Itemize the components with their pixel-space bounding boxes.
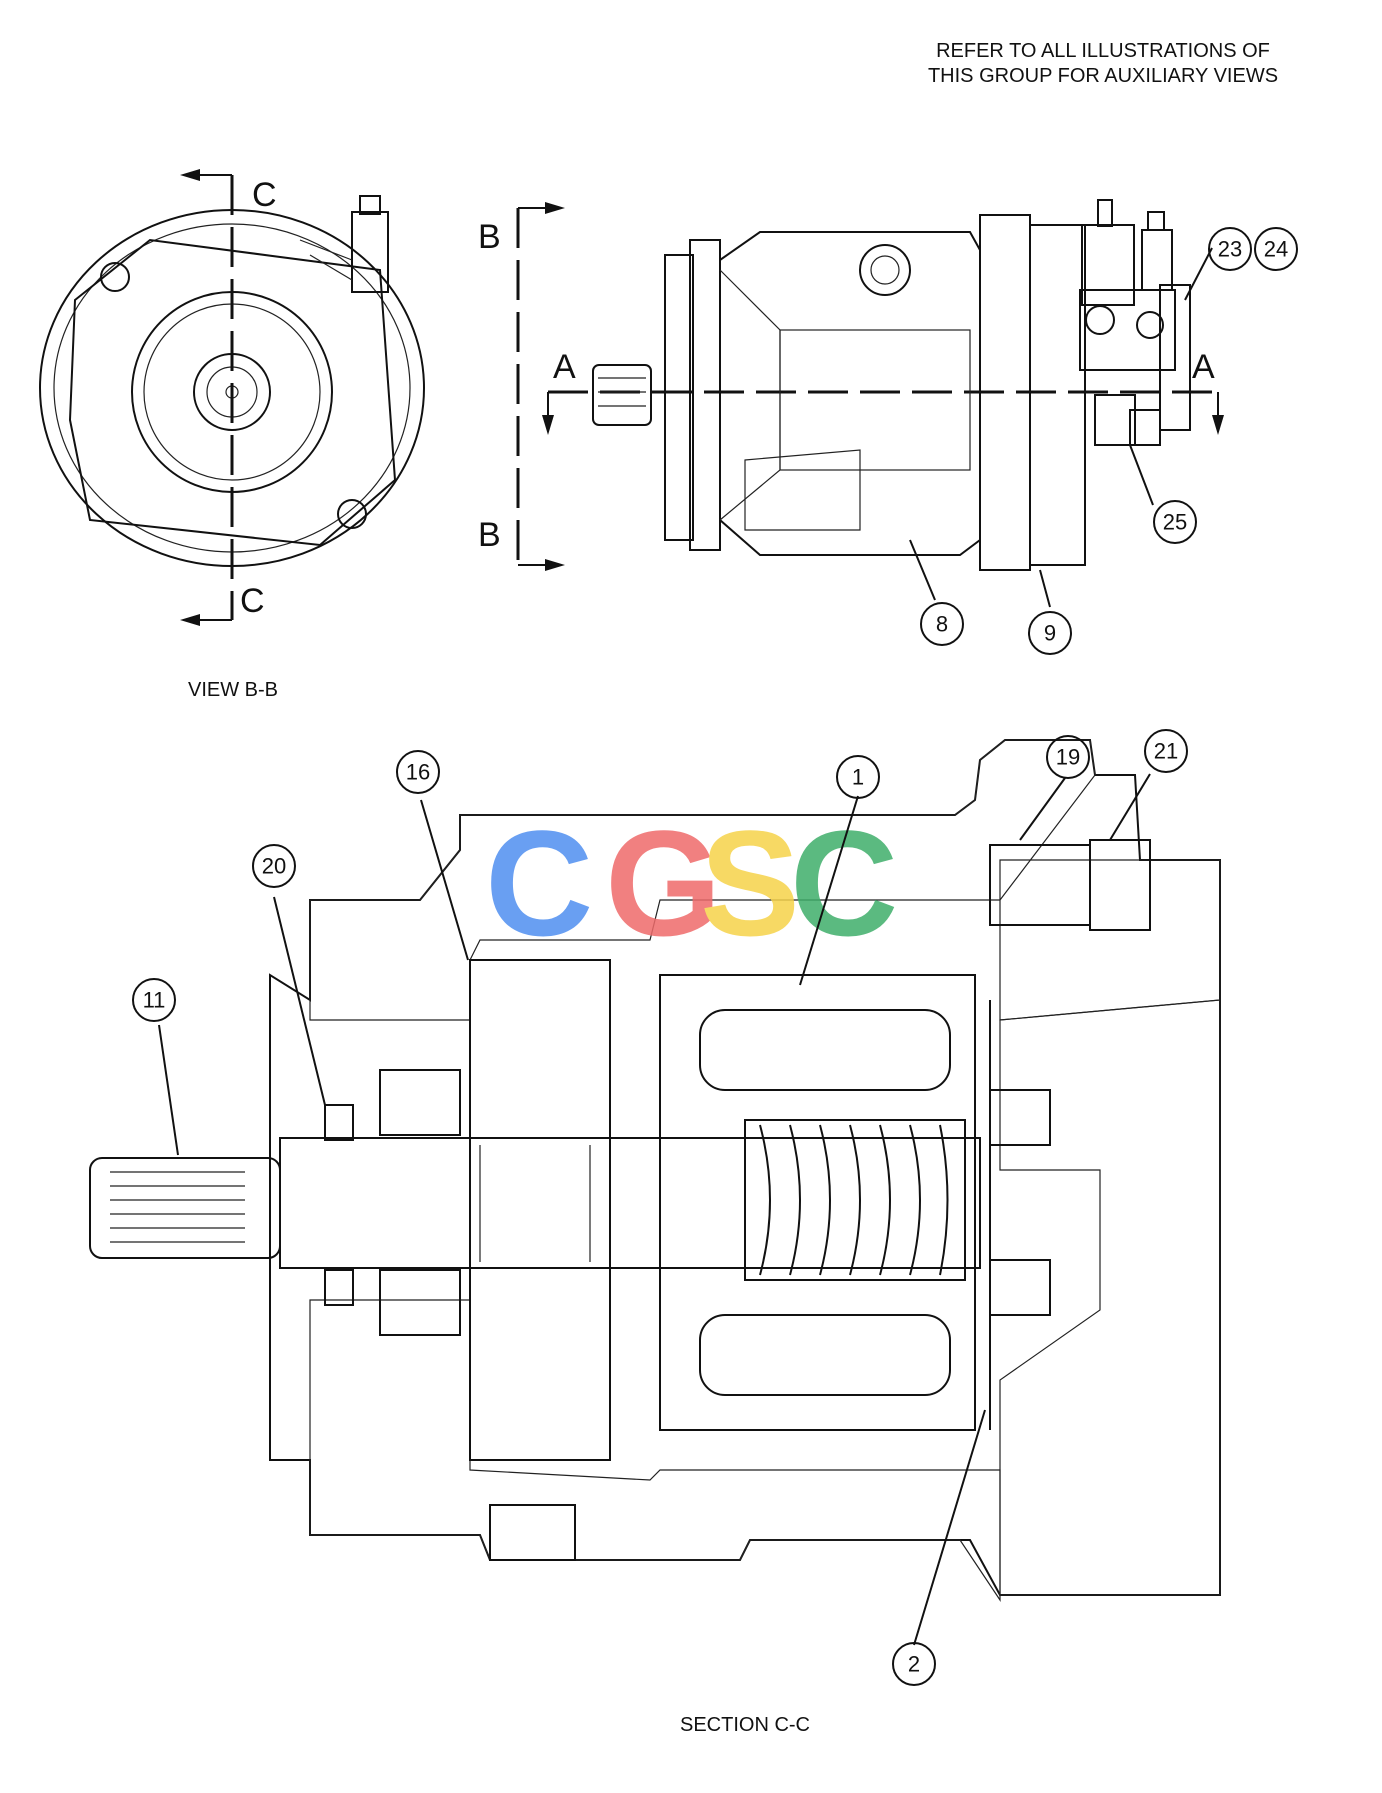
note-line-1: REFER TO ALL ILLUSTRATIONS OF — [936, 40, 1270, 62]
callout-21: 21 — [1144, 729, 1188, 773]
watermark-letter-4: C — [790, 799, 898, 967]
callout-label: 8 — [936, 612, 948, 637]
view-bb-drawing — [39, 169, 425, 626]
callout-label: 1 — [852, 765, 864, 790]
callout-label: 16 — [406, 760, 430, 785]
section-marker-b-bottom: B — [478, 516, 501, 554]
callout-2: 2 — [892, 1642, 936, 1686]
callout-16: 16 — [396, 750, 440, 794]
callout-24: 24 — [1254, 227, 1298, 271]
callout-9: 9 — [1028, 611, 1072, 655]
leader-lines — [158, 247, 1213, 1646]
caption-view-bb: VIEW B-B — [188, 679, 278, 701]
watermark-letter-1: C — [485, 799, 593, 967]
callout-label: 24 — [1264, 237, 1288, 262]
section-marker-c-top: C — [252, 176, 277, 214]
watermark-letter-3: S — [700, 799, 800, 967]
watermark-letter-2: G — [605, 799, 722, 967]
callout-label: 21 — [1154, 739, 1178, 764]
callout-label: 23 — [1218, 237, 1242, 262]
callout-label: 11 — [143, 988, 166, 1013]
callout-20: 20 — [252, 844, 296, 888]
callout-label: 9 — [1044, 621, 1056, 646]
section-marker-a-left: A — [553, 348, 576, 386]
callout-8: 8 — [920, 602, 964, 646]
watermark: C G S C — [485, 799, 898, 967]
callout-11: 11 — [132, 978, 176, 1022]
callout-25: 25 — [1153, 500, 1197, 544]
callout-label: 20 — [262, 854, 286, 879]
callout-1: 1 — [836, 755, 880, 799]
callout-label: 25 — [1163, 510, 1187, 535]
callout-label: 19 — [1056, 745, 1080, 770]
note-line-2: THIS GROUP FOR AUXILIARY VIEWS — [928, 65, 1278, 87]
caption-section-cc: SECTION C-C — [680, 1714, 810, 1736]
section-marker-b-top: B — [478, 218, 501, 256]
callout-23: 23 — [1208, 227, 1252, 271]
section-cc-drawing — [89, 739, 1221, 1602]
section-marker-c-bottom: C — [240, 582, 265, 620]
side-view-drawing — [516, 199, 1224, 571]
section-marker-a-right: A — [1192, 348, 1215, 386]
callout-19: 19 — [1046, 735, 1090, 779]
callout-label: 2 — [908, 1652, 920, 1677]
